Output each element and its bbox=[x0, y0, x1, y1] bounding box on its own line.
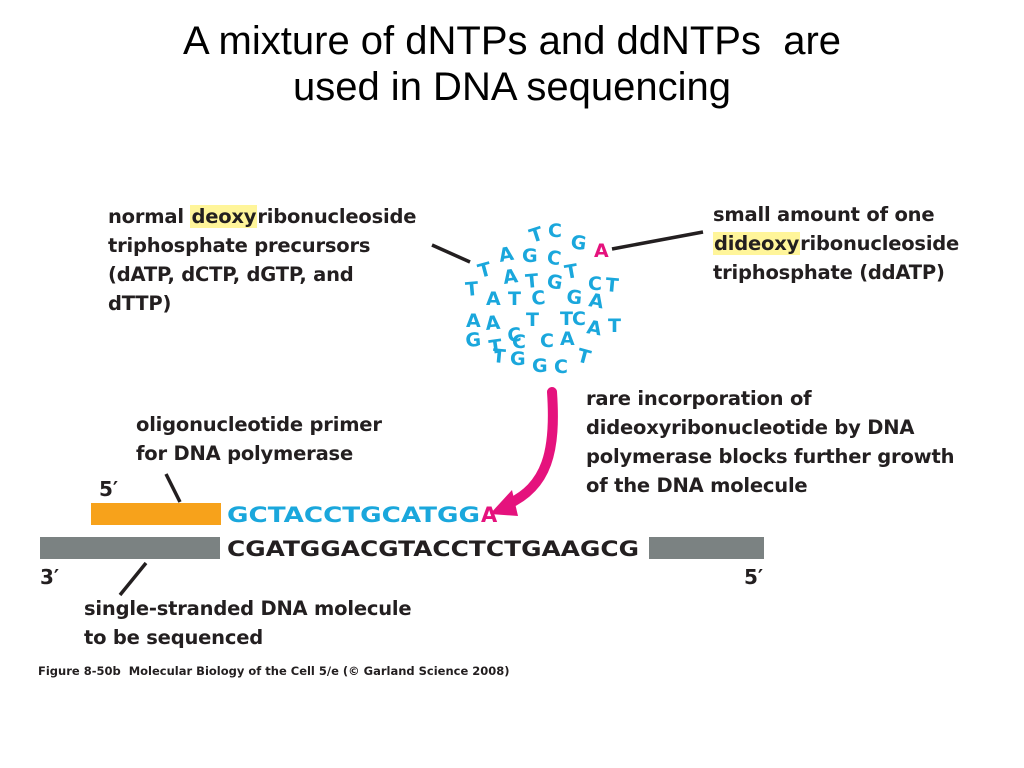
dntp-label-text-tail: ribonucleoside bbox=[257, 205, 417, 228]
template-leader-line bbox=[118, 561, 148, 597]
dntp-nucleotide: G bbox=[569, 231, 588, 255]
slide-title: A mixture of dNTPs and ddNTPs are used i… bbox=[0, 18, 1024, 110]
dntp-nucleotide: A bbox=[502, 265, 520, 289]
dntp-nucleotide: C bbox=[572, 308, 586, 330]
ddatp-nucleotide: A bbox=[594, 240, 609, 262]
dntp-label-line-3: (dATP, dCTP, dGTP, and bbox=[108, 263, 354, 286]
dntp-nucleotide: C bbox=[540, 330, 554, 352]
deoxy-highlight: deoxy bbox=[190, 205, 258, 228]
dntp-nucleotide: G bbox=[522, 245, 538, 267]
dntp-nucleotide: C bbox=[548, 220, 562, 242]
dntp-nucleotide: G bbox=[566, 286, 583, 309]
template-5-prime-label: 5′ bbox=[744, 565, 763, 589]
template-label-line-1: single-stranded DNA molecule bbox=[84, 597, 412, 620]
dntp-nucleotide: C bbox=[512, 331, 526, 353]
dntp-nucleotide: A bbox=[497, 243, 516, 267]
template-sequence: CGATGGACGTACCTCTGAAGCG bbox=[227, 537, 639, 561]
ddntp-label-text-tail: ribonucleoside bbox=[800, 232, 960, 255]
dideoxy-highlight: dideoxy bbox=[713, 232, 801, 255]
primer-bar bbox=[91, 503, 221, 525]
dntp-nucleotide: C bbox=[588, 273, 602, 295]
dntp-nucleotide: A bbox=[560, 328, 575, 350]
template-label-line-2: to be sequenced bbox=[84, 626, 264, 649]
dntp-nucleotide: T bbox=[492, 345, 507, 368]
dntp-nucleotide: A bbox=[587, 289, 606, 313]
dntp-label-line-4: dTTP) bbox=[108, 292, 172, 315]
incorporation-label-line-4: of the DNA molecule bbox=[586, 474, 808, 497]
template-bar-left bbox=[40, 537, 220, 559]
dntp-nucleotide: A bbox=[485, 312, 502, 335]
incorporation-label-line-1: rare incorporation of bbox=[586, 387, 812, 410]
dntp-nucleotide: T bbox=[563, 260, 580, 284]
incorporation-arrow bbox=[501, 387, 558, 510]
dntp-nucleotide: T bbox=[605, 274, 620, 297]
dntp-nucleotide: T bbox=[525, 270, 540, 293]
dntp-label-line-2: triphosphate precursors bbox=[108, 234, 371, 257]
dntp-nucleotide: T bbox=[560, 308, 573, 330]
incorporation-arrowhead bbox=[490, 490, 518, 516]
dntp-nucleotide: G bbox=[532, 355, 548, 377]
new-strand-sequence: GCTACCTGCATGG bbox=[227, 503, 480, 527]
ddntp-leader-line bbox=[611, 230, 704, 251]
ddntp-label-line-3: triphosphate (ddATP) bbox=[713, 261, 945, 284]
dntp-nucleotide: T bbox=[575, 345, 593, 370]
dntp-nucleotide: G bbox=[510, 348, 526, 370]
dntp-nucleotide: T bbox=[526, 309, 539, 331]
dntp-nucleotide: G bbox=[465, 329, 482, 352]
dntp-leader-line bbox=[431, 243, 471, 264]
template-bar-right bbox=[649, 537, 764, 559]
dntp-label-text: normal bbox=[108, 205, 191, 228]
slide-title-line-2: used in DNA sequencing bbox=[292, 65, 732, 109]
dideoxy-terminator-base: A bbox=[481, 503, 498, 527]
primer-label-line-1: oligonucleotide primer bbox=[136, 413, 382, 436]
slide-title-line-1: A mixture of dNTPs and ddNTPs are bbox=[182, 19, 842, 63]
figure-caption: Figure 8-50b Molecular Biology of the Ce… bbox=[38, 664, 510, 678]
dntp-nucleotide: C bbox=[554, 356, 568, 378]
incorporation-label-line-3: polymerase blocks further growth bbox=[586, 445, 955, 468]
dntp-nucleotide: G bbox=[545, 270, 564, 294]
dntp-nucleotide: A bbox=[585, 316, 604, 340]
incorporation-label-line-2: dideoxyribonucleotide by DNA bbox=[586, 416, 915, 439]
ddntp-label-line-2: dideoxyribonucleoside bbox=[713, 229, 959, 258]
dntp-nucleotide: T bbox=[508, 288, 521, 310]
incorporation-label: rare incorporation of dideoxyribonucleot… bbox=[586, 384, 954, 500]
template-label: single-stranded DNA molecule to be seque… bbox=[84, 594, 412, 652]
dntp-nucleotide: T bbox=[488, 335, 504, 359]
template-3-prime-label: 3′ bbox=[40, 565, 59, 589]
primer-label: oligonucleotide primer for DNA polymeras… bbox=[136, 410, 382, 468]
dntp-nucleotide: T bbox=[608, 315, 621, 337]
ddntp-label-line-1: small amount of one bbox=[713, 203, 935, 226]
dntp-label-line-1: normal deoxyribonucleoside bbox=[108, 202, 416, 231]
figure-source: Molecular Biology of the Cell 5/e (© Gar… bbox=[120, 664, 510, 678]
dntp-nucleotide: C bbox=[507, 324, 523, 347]
dntp-nucleotide: T bbox=[527, 223, 546, 248]
dntp-nucleotide: T bbox=[465, 278, 480, 301]
dntp-nucleotide: A bbox=[486, 288, 501, 310]
dntp-nucleotide: C bbox=[531, 287, 547, 310]
ddntp-label: small amount of one dideoxyribonucleosid… bbox=[713, 200, 959, 287]
figure-number: Figure 8-50b bbox=[38, 664, 121, 678]
primer-label-line-2: for DNA polymerase bbox=[136, 442, 353, 465]
dntp-label: normal deoxyribonucleoside triphosphate … bbox=[108, 202, 416, 318]
primer-5-prime-label: 5′ bbox=[99, 477, 118, 501]
dntp-nucleotide: A bbox=[466, 310, 481, 332]
primer-leader-line bbox=[164, 473, 182, 503]
dntp-nucleotide: C bbox=[545, 246, 563, 270]
dntp-nucleotide: T bbox=[476, 258, 494, 283]
